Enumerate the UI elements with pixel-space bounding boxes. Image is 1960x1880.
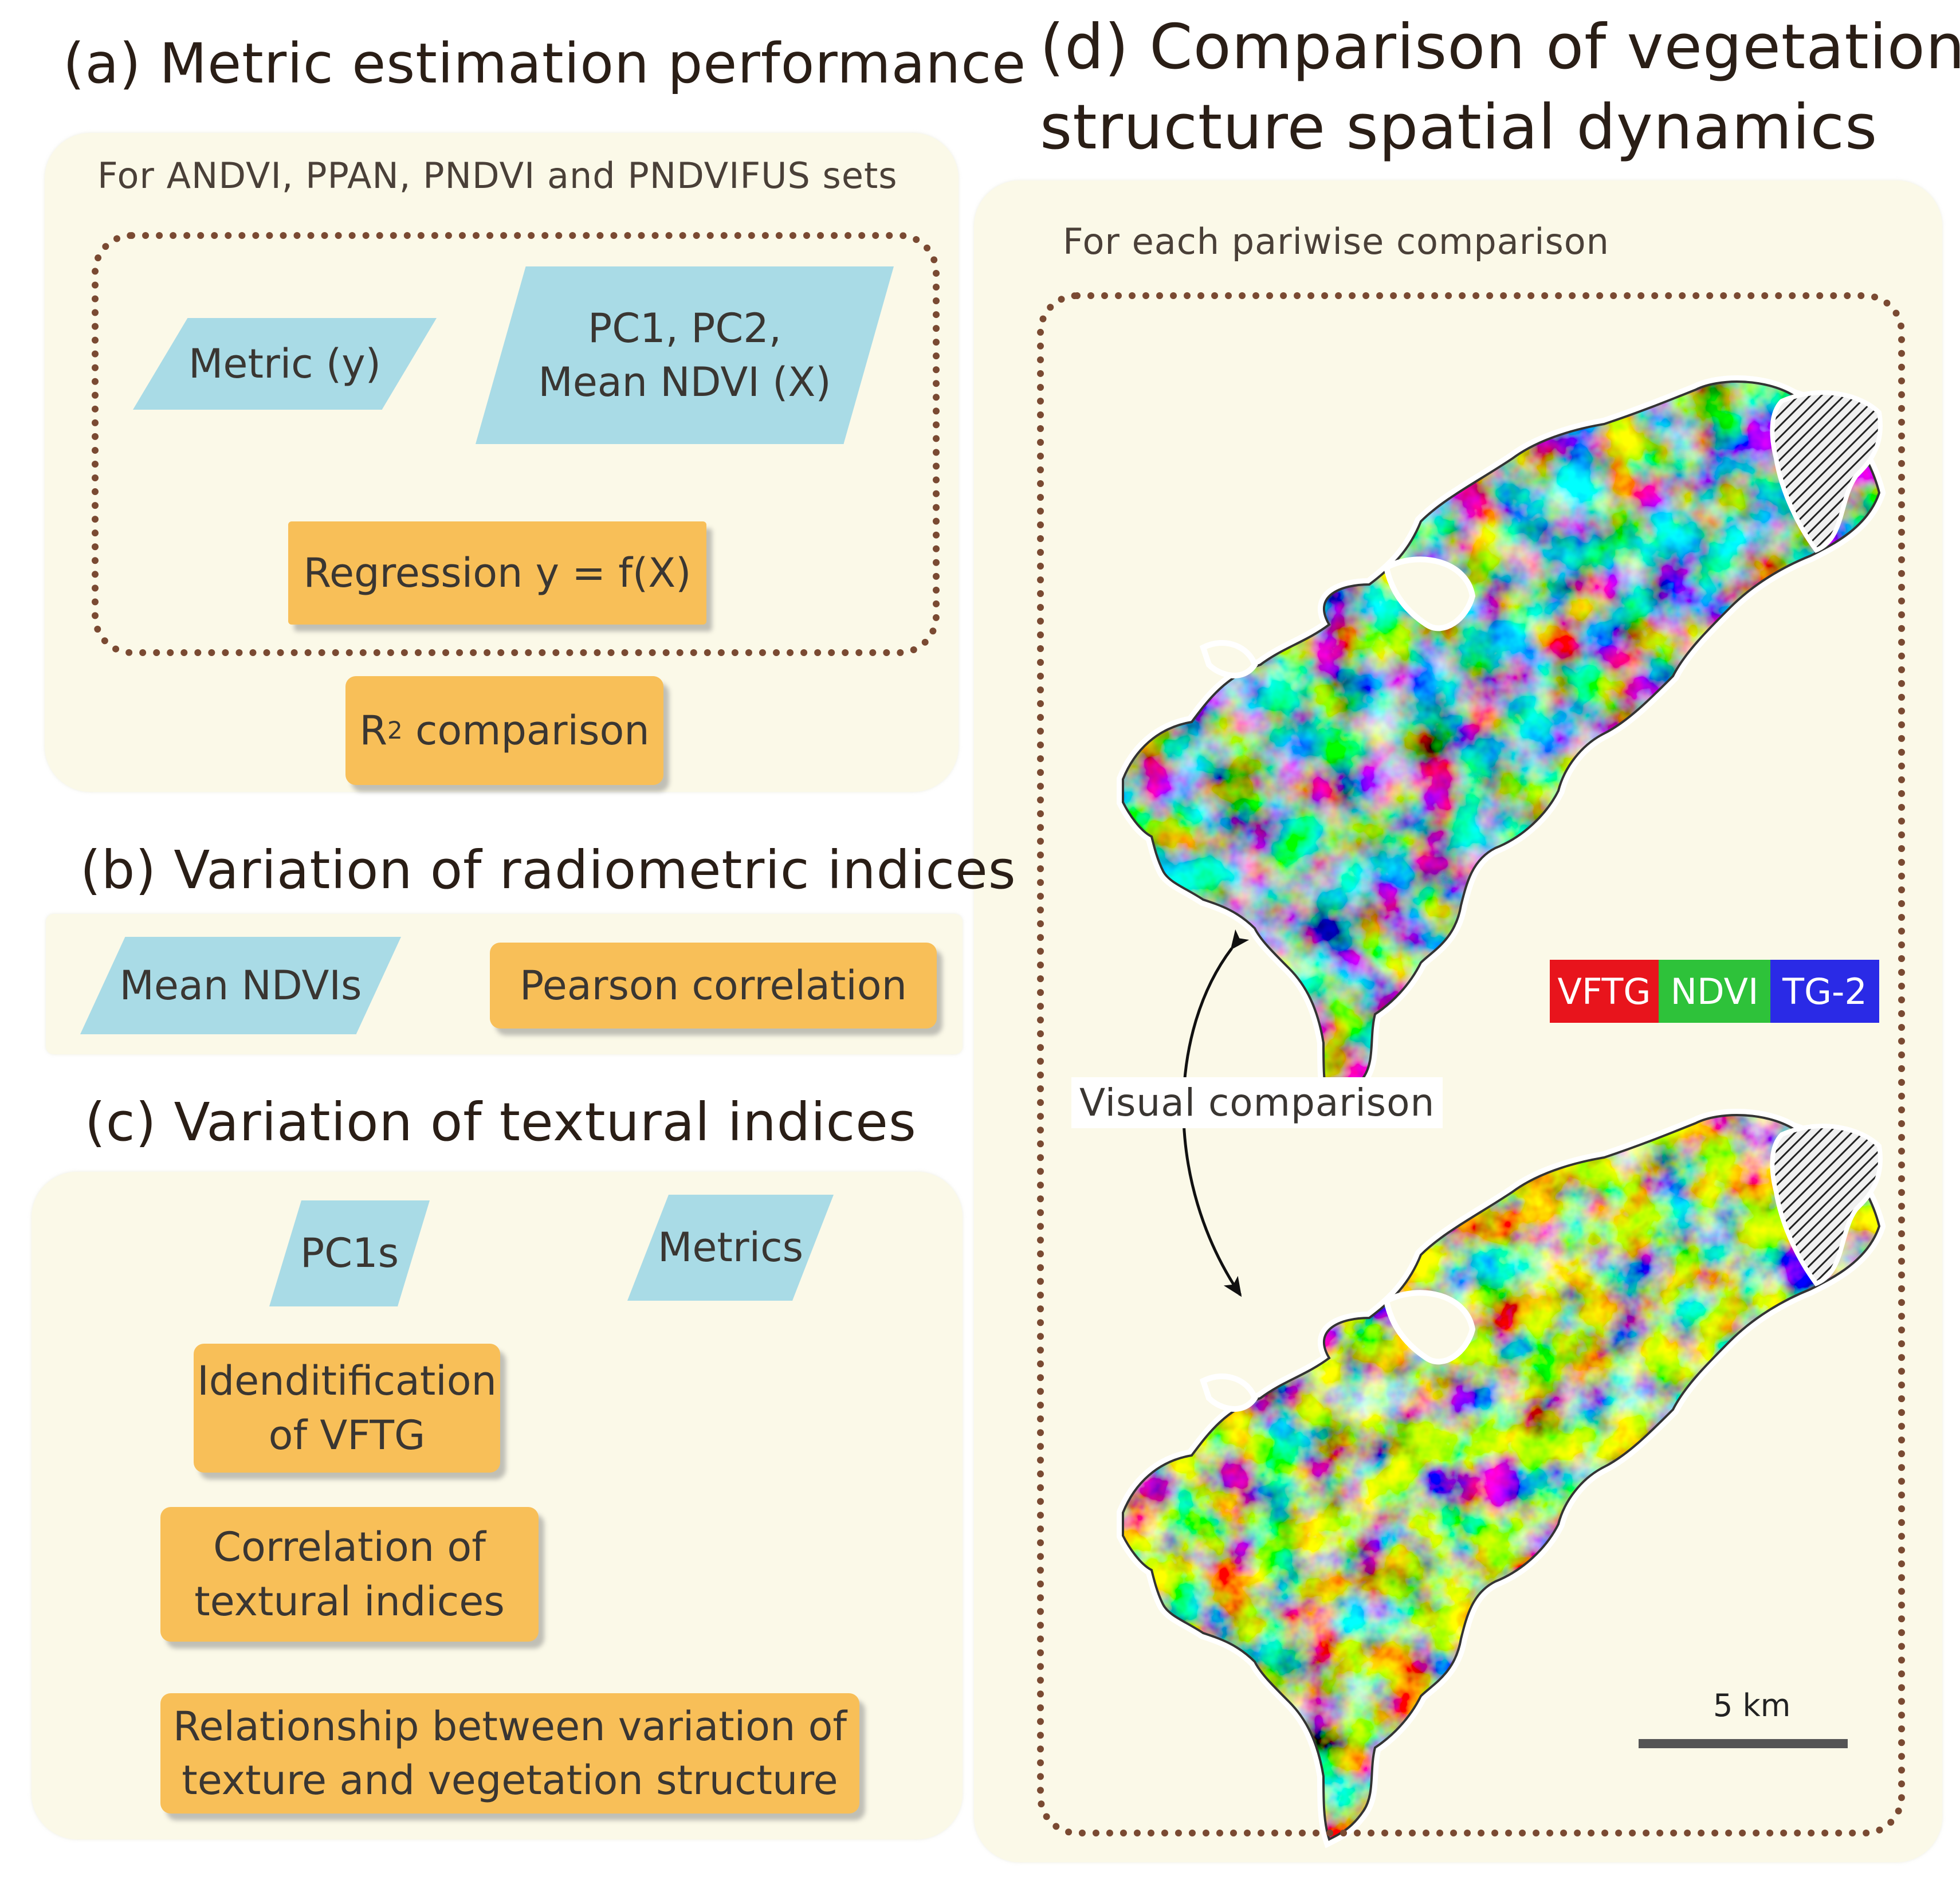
panel-a-loop-boundary [92,232,940,656]
scale-bar [1639,1739,1848,1748]
panel-d-subtitle: For each pariwise comparison [1063,221,1609,262]
pearson-correlation-box: Pearson correlation [490,943,937,1029]
input-predictors: PC1, PC2, Mean NDVI (X) [476,266,894,444]
visual-comparison-label: Visual comparison [1071,1077,1443,1128]
scale-label: 5 km [1713,1687,1791,1724]
input-predictors-label: PC1, PC2, Mean NDVI (X) [538,304,831,406]
panel-d-title-line2: structure spatial dynamics [1040,92,1878,163]
input-mean-ndvis: Mean NDVIs [80,937,401,1034]
r2-symbol: R [359,707,387,754]
input-metric: Metric (y) [133,318,437,410]
input-metrics: Metrics [627,1195,834,1301]
legend-ndvi: NDVI [1659,960,1770,1023]
input-mean-ndvis-label: Mean NDVIs [119,961,362,1009]
regression-box: Regression y = f(X) [288,521,706,625]
r2-suffix: comparison [402,707,650,754]
panel-a-subtitle: For ANDVI, PPAN, PNDVI and PNDVIFUS sets [97,155,898,197]
texture-structure-relationship-box: Relationship between variation of textur… [160,1693,859,1814]
input-metric-label: Metric (y) [188,340,381,387]
legend-vftg: VFTG [1550,960,1659,1023]
legend-tg2: TG-2 [1770,960,1879,1023]
panel-b-title: (b) Variation of radiometric indices [80,839,1016,901]
r2-superscript: 2 [387,716,403,744]
input-pc1s-label: PC1s [300,1230,399,1277]
panel-c-title: (c) Variation of textural indices [85,1092,917,1153]
panel-d-loop-boundary [1037,292,1905,1836]
panel-a-title: (a) Metric estimation performance [63,32,1027,96]
input-pc1s: PC1s [269,1200,430,1306]
input-metrics-label: Metrics [657,1224,804,1271]
vftg-identification-box: Idenditification of VFTG [194,1344,500,1473]
panel-d-title-line1: (d) Comparison of vegetation [1040,11,1960,83]
textural-correlation-box: Correlation of textural indices [160,1507,539,1642]
